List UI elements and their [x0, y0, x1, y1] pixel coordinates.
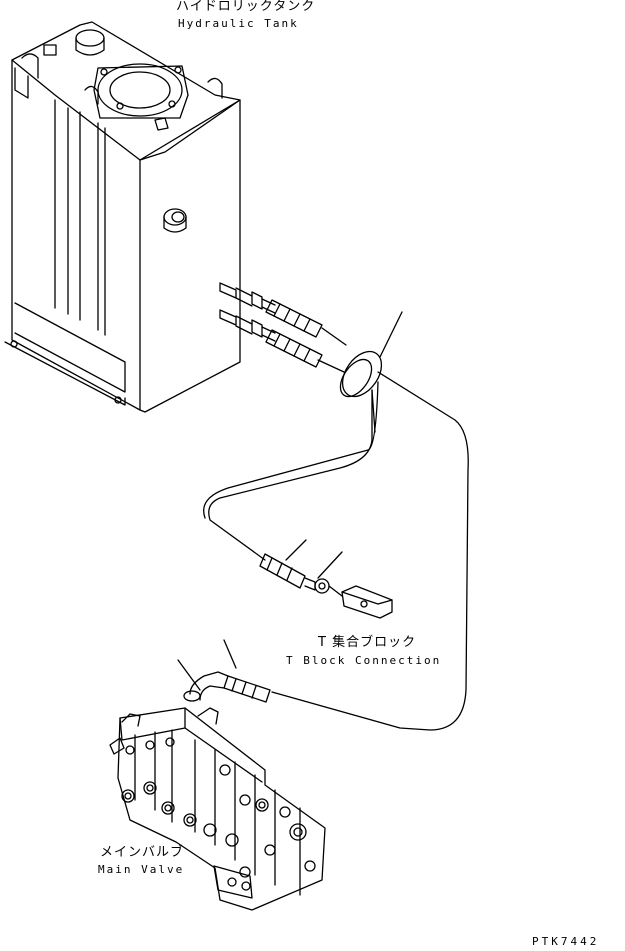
drawing-code: PTK7442	[532, 935, 600, 948]
t-block-assembly	[259, 539, 393, 619]
t-block-label-en: T Block Connection	[286, 654, 442, 667]
t-block-label-jp: T 集合ブロック	[318, 635, 417, 650]
hose-clamp	[339, 311, 403, 398]
main-valve	[109, 639, 326, 911]
main-valve-label-en: Main Valve	[98, 863, 185, 876]
main-valve-label-jp: メインバルブ	[100, 845, 185, 860]
tank-hose-fittings	[235, 287, 347, 373]
hydraulic-tank-label-en: Hydraulic Tank	[178, 17, 299, 30]
hydraulic-tank-label-jp: ハイドロリックタンク	[176, 0, 316, 14]
return-hose	[203, 371, 469, 731]
hydraulic-tank	[4, 21, 241, 413]
